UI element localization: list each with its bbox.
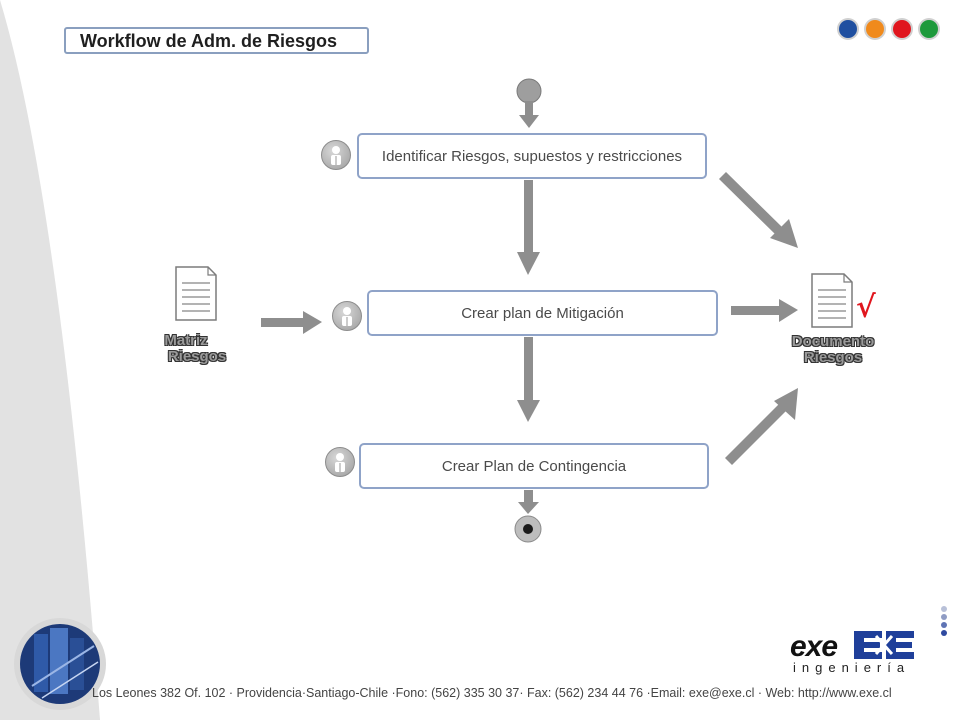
side-dot-1 [941, 606, 947, 612]
check-mark: √ [856, 290, 876, 325]
arrow-mitigation-to-output [731, 299, 798, 322]
green-dot [920, 20, 938, 38]
input-doc-label-line2: Riesgos [167, 348, 227, 365]
input-doc-label: Matriz Riesgos [160, 333, 234, 365]
input-doc-label-line1: Matriz [164, 332, 208, 349]
red-dot [893, 20, 911, 38]
step-mitigation-label: Crear plan de Mitigación [461, 304, 624, 322]
arrow-start-to-identify [519, 101, 539, 128]
document-check-icon [811, 273, 853, 328]
building-emblem [14, 618, 106, 710]
arrow-contingency-to-end [518, 490, 539, 514]
arrow-mitigation-to-contingency [517, 337, 540, 422]
arrow-contingency-to-output [725, 388, 798, 465]
actor-icon-identify [321, 140, 351, 170]
actor-icon-contingency [325, 447, 355, 477]
step-mitigation[interactable]: Crear plan de Mitigación [367, 290, 718, 336]
logo-wordmark: exe [790, 630, 838, 663]
arrow-input-to-mitigation [261, 311, 322, 334]
output-doc-label: Documento Riesgos [783, 334, 883, 366]
document-icon [175, 266, 217, 321]
side-dot-4 [941, 630, 947, 636]
step-contingency[interactable]: Crear Plan de Contingencia [359, 443, 709, 489]
page-title: Workflow de Adm. de Riesgos [64, 27, 369, 54]
arrow-identify-to-output [719, 172, 798, 248]
start-node [516, 78, 542, 104]
orange-dot [866, 20, 884, 38]
logo-mark [854, 631, 914, 659]
left-decorative-band [0, 0, 100, 720]
arrow-identify-to-mitigation [517, 180, 540, 275]
output-doc-label-line2: Riesgos [803, 349, 863, 366]
end-node [514, 515, 542, 543]
output-doc-label-line1: Documento [791, 333, 875, 350]
side-dot-3 [941, 622, 947, 628]
person-icon [342, 307, 352, 326]
step-identify-label: Identificar Riesgos, supuestos y restric… [381, 147, 683, 165]
person-icon [331, 146, 341, 165]
footer-contact: Los Leones 382 Of. 102 · Providencia·San… [92, 686, 892, 700]
blue-dot [839, 20, 857, 38]
person-icon [335, 453, 345, 472]
side-dot-2 [941, 614, 947, 620]
step-contingency-label: Crear Plan de Contingencia [441, 457, 627, 475]
step-identify[interactable]: Identificar Riesgos, supuestos y restric… [357, 133, 707, 179]
logo-subtitle: ingeniería [793, 660, 911, 675]
actor-icon-mitigation [332, 301, 362, 331]
